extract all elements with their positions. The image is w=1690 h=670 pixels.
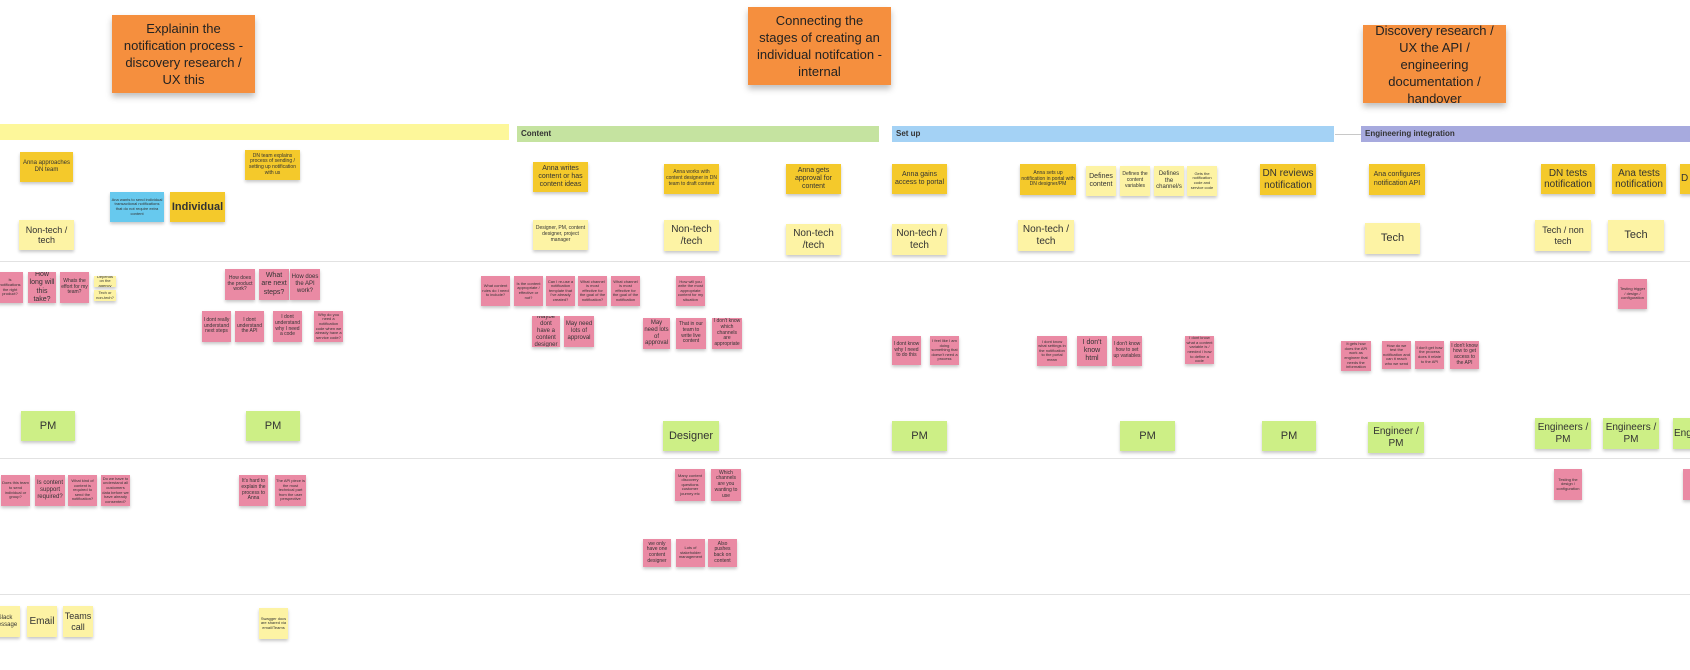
pain-point-note[interactable]: What channel is most effective for the g…	[611, 276, 640, 306]
step-d-cut[interactable]: D n	[1680, 164, 1690, 194]
pain-point-note[interactable]: Is notifications the right product?	[0, 272, 23, 303]
team-role-note[interactable]: PM	[246, 411, 300, 441]
channel-note[interactable]: Swagger docs are shared via email/Teams	[259, 608, 288, 639]
pain-point-note[interactable]: It gets how does the API work as enginee…	[1341, 341, 1371, 371]
team-pain-point-note[interactable]: we only have one content designer	[643, 539, 671, 567]
team-role-note[interactable]: Engineers / PM	[1535, 418, 1591, 449]
step-dn-tests[interactable]: DN tests notification	[1541, 164, 1595, 194]
pain-point-note[interactable]: I dont understand why I need a code	[273, 311, 302, 342]
step-anna-gains[interactable]: Anna gains access to portal	[892, 164, 947, 194]
pain-point-note[interactable]: What are next steps?	[259, 269, 289, 300]
step-dn-explains[interactable]: DN team explains process of sending / se…	[245, 150, 300, 180]
step-ana-tests[interactable]: Ana tests notification	[1612, 164, 1666, 194]
pain-point-note[interactable]: May need lots of approval	[564, 316, 594, 347]
role-note[interactable]: Non-tech / tech	[1018, 220, 1074, 251]
pain-point-note[interactable]: I feel like I am doing something that do…	[930, 336, 959, 365]
note-depends-agency[interactable]: Depends on the agency	[94, 276, 116, 287]
pain-point-note[interactable]: Testing trigger / design / configuration	[1618, 279, 1647, 309]
team-pain-point-note[interactable]: What kind of content is required to send…	[68, 475, 97, 506]
step-defines-content[interactable]: Defines content	[1086, 166, 1116, 196]
pain-point-note[interactable]: Maybe dont have a content designer	[532, 316, 560, 347]
stage-band-start	[0, 124, 509, 140]
pain-point-note[interactable]: I don't get how the process does it rela…	[1415, 341, 1444, 369]
channel-note[interactable]: Teams call	[63, 606, 93, 637]
role-note[interactable]: Tech / non tech	[1535, 220, 1591, 251]
team-role-note[interactable]: Designer	[663, 421, 719, 451]
team-role-note[interactable]: PM	[1120, 421, 1175, 451]
role-note[interactable]: Non-tech /tech	[664, 220, 719, 251]
lane-separator	[0, 261, 1690, 262]
team-role-note[interactable]: Engi	[1673, 418, 1690, 449]
step-ana-configures[interactable]: Ana configures notification API	[1369, 164, 1425, 195]
pain-point-note[interactable]: How does the API work?	[290, 269, 320, 300]
pain-point-note[interactable]: I don't know how to set up variables	[1112, 336, 1142, 366]
team-pain-point-note[interactable]: Do we have to understand all customers d…	[101, 475, 130, 506]
team-pain-point-note[interactable]: ...	[1683, 469, 1690, 500]
role-note[interactable]: Tech	[1365, 223, 1420, 254]
step-anna-writes[interactable]: Anna writes content or has content ideas	[533, 162, 588, 192]
step-dn-reviews[interactable]: DN reviews notification	[1260, 164, 1316, 195]
pain-point-note[interactable]: What content rules do I need to include?	[481, 276, 510, 306]
team-pain-point-note[interactable]: Does this team to send individual or gro…	[1, 475, 30, 506]
pain-point-note[interactable]: I dont really understand next steps	[202, 311, 231, 342]
step-gets-codes[interactable]: Gets the notification code and service c…	[1187, 166, 1217, 196]
team-role-note[interactable]: PM	[21, 411, 75, 441]
pain-point-note[interactable]: How do we test the notification and can …	[1382, 341, 1411, 369]
stage-band-content: Content	[517, 126, 879, 142]
step-individual[interactable]: Individual	[170, 192, 225, 222]
role-note[interactable]: Non-tech /tech	[786, 224, 841, 255]
pain-point-note[interactable]: How will you write the most appropriate …	[676, 276, 705, 306]
pain-point-note[interactable]: I dont know what a content variable is /…	[1185, 336, 1214, 364]
team-role-note[interactable]: PM	[1262, 421, 1316, 451]
pain-point-note[interactable]: Can I re-use a notification template tha…	[546, 276, 575, 306]
stage-connector	[1335, 134, 1362, 135]
pain-point-note[interactable]: Why do you need a notification code when…	[314, 311, 343, 342]
role-note[interactable]: Tech	[1608, 220, 1664, 251]
stage-band-set-up: Set up	[892, 126, 1334, 142]
role-note[interactable]: Non-tech / tech	[892, 224, 947, 255]
step-anna-wants[interactable]: Ana wants to send individual transaction…	[110, 192, 164, 222]
team-pain-point-note[interactable]: Many content discovery questions custome…	[675, 469, 705, 501]
team-role-note[interactable]: Engineer / PM	[1368, 422, 1424, 453]
team-pain-point-note[interactable]: Which channels are you wanting to use	[711, 469, 741, 501]
stage-band-engineering-integration: Engineering integration	[1361, 126, 1690, 142]
team-pain-point-note[interactable]: The API piece is the most technical part…	[275, 475, 306, 506]
pain-point-note[interactable]: I dont know why I need to do this	[892, 336, 921, 365]
step-anna-approaches[interactable]: Anna approaches DN team	[20, 152, 73, 182]
role-note[interactable]: Non-tech / tech	[19, 220, 74, 250]
step-anna-sets-up[interactable]: Anna sets up notification in portal with…	[1020, 164, 1076, 195]
pain-point-note[interactable]: May need lots of approval	[643, 318, 670, 349]
header-note-notification-process[interactable]: Explainin the notification process - dis…	[112, 15, 255, 93]
team-role-note[interactable]: PM	[892, 421, 947, 451]
step-defines-channels[interactable]: Defines the channel/s	[1154, 166, 1184, 196]
role-note[interactable]: Designer, PM, content designer, project …	[533, 220, 588, 250]
header-note-connecting-stages[interactable]: Connecting the stages of creating an ind…	[748, 7, 891, 85]
pain-point-note[interactable]: Whats the effort for my team?	[60, 272, 89, 303]
step-anna-works[interactable]: Anna works with content designer in DN t…	[664, 164, 719, 194]
step-anna-gets[interactable]: Anna gets approval for content	[786, 164, 841, 194]
pain-point-note[interactable]: That in our team to write live content	[676, 318, 706, 349]
pain-point-note[interactable]: I dont understand the API	[235, 311, 264, 342]
channel-note[interactable]: Email	[27, 606, 57, 637]
pain-point-note[interactable]: I don't know how to get access to the AP…	[1450, 341, 1479, 369]
team-pain-point-note[interactable]: Also pushes back on content	[708, 539, 737, 567]
team-role-note[interactable]: Engineers / PM	[1603, 418, 1659, 449]
channel-note[interactable]: Slack message	[0, 606, 20, 637]
pain-point-note[interactable]: How long will this take?	[28, 272, 56, 303]
team-pain-point-note[interactable]: It's hard to explain the process to Anna	[239, 475, 268, 506]
pain-point-note[interactable]: I don't know which channels are appropri…	[712, 318, 742, 349]
lane-separator	[0, 594, 1690, 595]
team-pain-point-note[interactable]: Testing the design / configuration	[1554, 469, 1582, 500]
pain-point-note[interactable]: I dont know what settings in the notific…	[1037, 336, 1067, 366]
note-tech-or-nontech[interactable]: Tech or non-tech?	[94, 290, 116, 301]
lane-separator	[0, 458, 1690, 459]
pain-point-note[interactable]: What channel is most effective for the g…	[578, 276, 607, 306]
pain-point-note[interactable]: How does the product work?	[225, 269, 255, 300]
pain-point-note[interactable]: I don't know html	[1077, 336, 1107, 366]
pain-point-note[interactable]: Is the content appropriate / effective o…	[514, 276, 543, 306]
header-note-discovery-api[interactable]: Discovery research / UX the API / engine…	[1363, 23, 1506, 106]
team-pain-point-note[interactable]: Is content support required?	[35, 475, 65, 506]
team-pain-point-note[interactable]: Lots of stakeholder management	[676, 539, 705, 567]
step-defines-variables[interactable]: Defines the content variables	[1120, 166, 1150, 196]
